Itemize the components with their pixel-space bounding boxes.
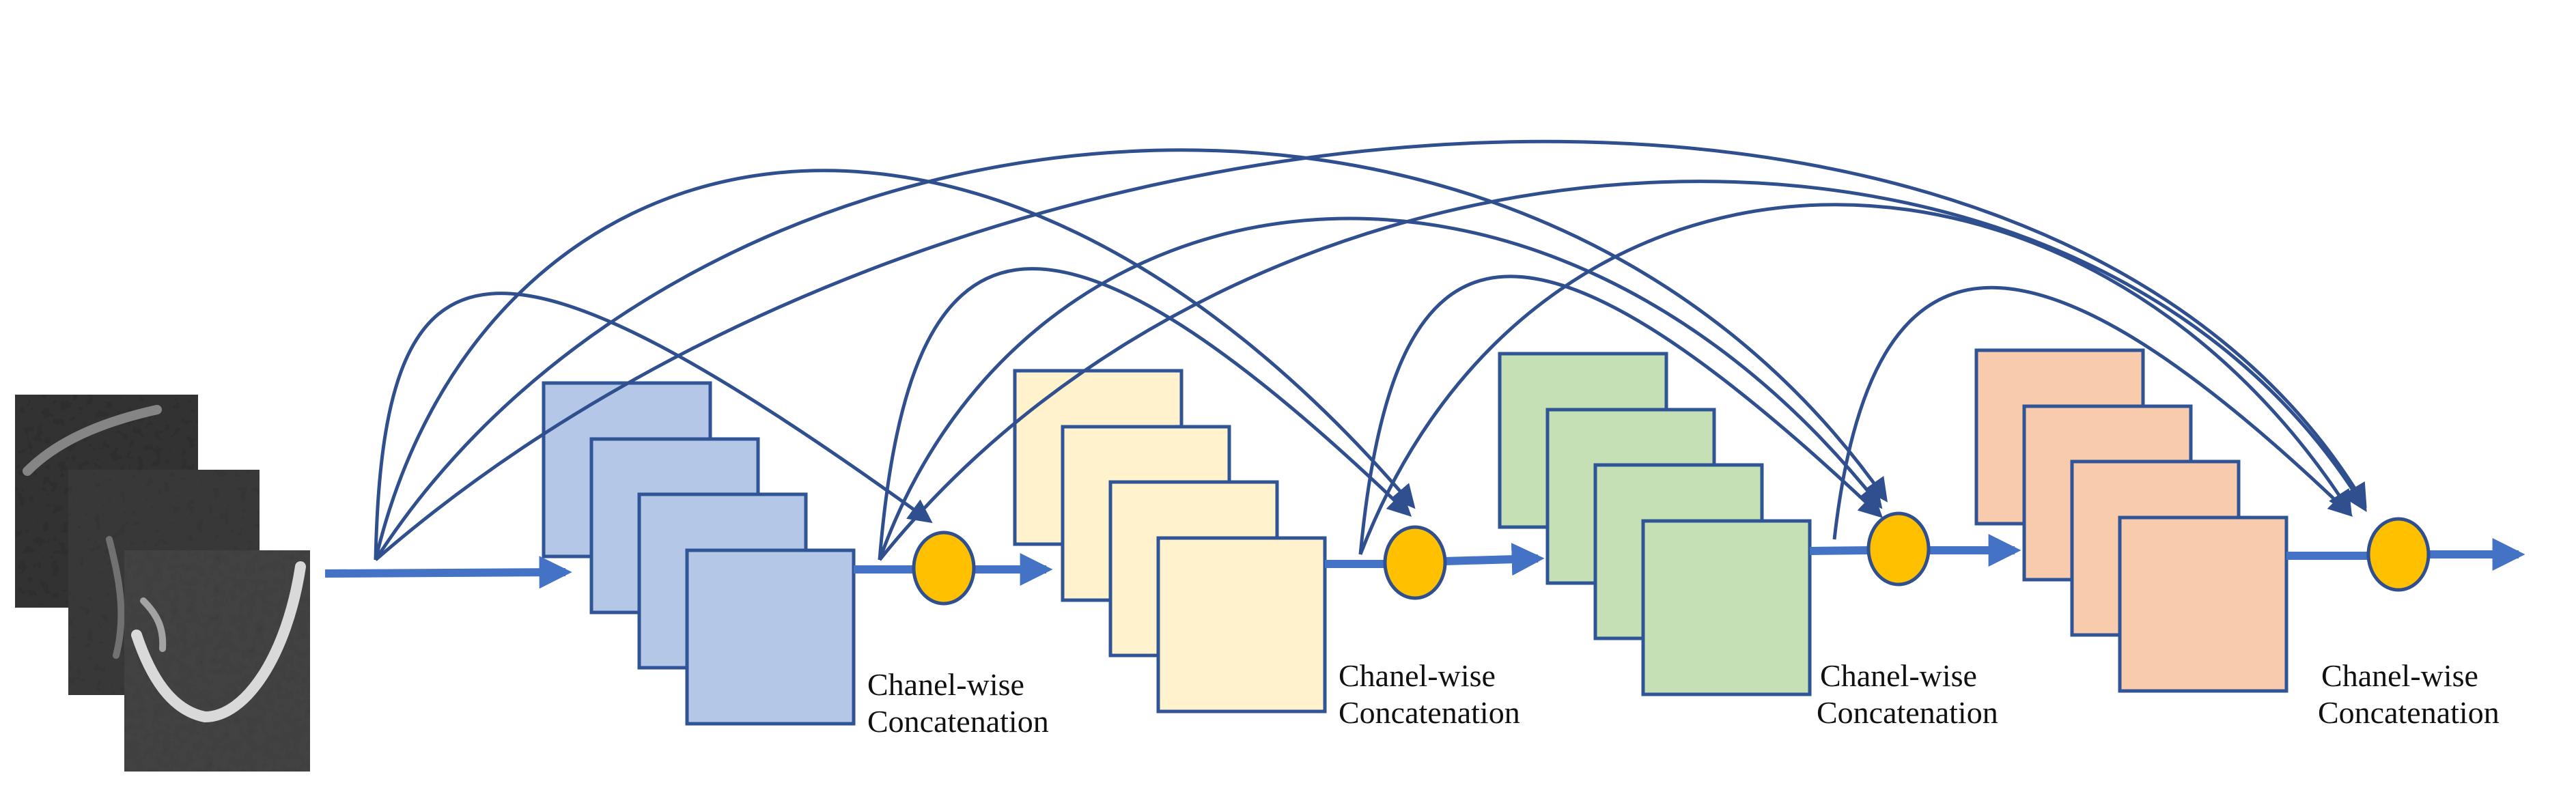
dense-block-1 xyxy=(542,381,856,726)
concat-label-line2: Concatenation xyxy=(2318,695,2500,730)
dense-block-3 xyxy=(1498,352,1812,696)
concat-label-2: Chanel-wise Concatenation xyxy=(1339,657,1520,731)
concat-nodes xyxy=(912,511,2431,606)
flow-arrow xyxy=(324,556,572,589)
skip-connection-arrow xyxy=(374,169,1416,561)
concat-node xyxy=(2366,517,2431,592)
skip-connection-arrow xyxy=(374,139,2367,561)
concat-label-4: Chanel-wise Concatenation xyxy=(2318,657,2500,731)
feature-map xyxy=(1156,536,1327,713)
concat-label-line2: Concatenation xyxy=(1817,695,1998,730)
feature-map xyxy=(685,548,856,726)
feature-map xyxy=(2118,515,2288,693)
dense-block-2 xyxy=(1013,369,1327,713)
skip-connection-arrow xyxy=(878,180,2367,561)
skip-connection-arrow xyxy=(878,216,1883,561)
feature-map xyxy=(1641,519,1812,696)
dense-block-4 xyxy=(1974,348,2288,693)
skip-connection-arrow xyxy=(1832,285,2353,540)
skip-connection-arrow xyxy=(1358,274,1884,555)
flow-arrow xyxy=(1809,546,1871,555)
concat-label-3: Chanel-wise Concatenation xyxy=(1817,657,1998,731)
skip-connection-arrow xyxy=(878,267,1412,561)
concat-label-line2: Concatenation xyxy=(867,704,1049,739)
main-flow-arrows xyxy=(324,534,2525,589)
concat-node xyxy=(1866,511,1931,586)
concat-label-line1: Chanel-wise xyxy=(1339,658,1496,693)
skip-connection-arrow xyxy=(374,292,933,561)
concat-label-line1: Chanel-wise xyxy=(2321,658,2478,693)
concat-label-1: Chanel-wise Concatenation xyxy=(867,666,1049,740)
concat-label-line1: Chanel-wise xyxy=(867,667,1024,702)
flow-arrow xyxy=(1443,543,1545,576)
concat-node xyxy=(1383,525,1447,600)
skip-connections xyxy=(374,139,2367,561)
skip-connection-arrow xyxy=(374,148,1888,561)
concat-label-line1: Chanel-wise xyxy=(1820,658,1977,693)
concat-node xyxy=(912,531,976,606)
concat-label-line2: Concatenation xyxy=(1339,695,1520,730)
skip-connection-arrow xyxy=(1358,203,2352,555)
input-image-stack xyxy=(15,395,310,772)
input-image-3 xyxy=(124,550,310,772)
